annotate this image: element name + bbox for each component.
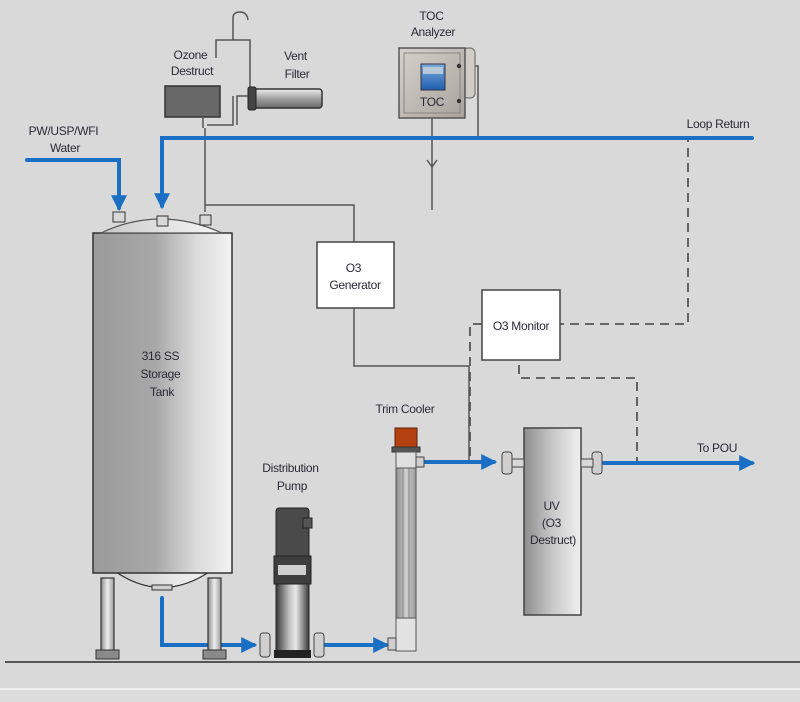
o3-monitor-label: O3 Monitor: [493, 319, 550, 333]
toc-display-label: TOC: [420, 95, 445, 109]
ozone-destruct-unit[interactable]: [164, 85, 221, 118]
tank-label: 316 SS Storage Tank: [141, 349, 184, 399]
storage-tank[interactable]: [92, 211, 233, 660]
inlet-label: PW/USP/WFI Water: [29, 124, 102, 155]
distribution-pump-label: Distribution Pump: [262, 461, 321, 493]
distribution-pump[interactable]: [259, 507, 325, 658]
drain-icon: [426, 159, 438, 169]
toc-analyzer[interactable]: [398, 47, 476, 119]
to-pou-label: To POU: [697, 441, 737, 455]
vent-filter[interactable]: [247, 86, 323, 111]
trim-cooler[interactable]: [387, 427, 425, 652]
water-lines: [25, 136, 756, 653]
toc-analyzer-label: TOC Analyzer: [411, 9, 456, 39]
uv-label: UV (O3 Destruct): [530, 499, 576, 547]
o3-generator-box[interactable]: [316, 241, 395, 309]
instrument-dashed-lines: [469, 140, 689, 463]
trim-cooler-label: Trim Cooler: [376, 402, 435, 416]
ozone-destruct-label: Ozone Destruct: [171, 48, 214, 78]
o3-monitor-box[interactable]: [481, 289, 561, 361]
uv-unit[interactable]: [501, 427, 603, 616]
loop-return-label: Loop Return: [687, 117, 750, 131]
vent-filter-label: Vent Filter: [284, 49, 310, 81]
o3-generator-label: O3 Generator: [329, 261, 381, 292]
bottom-border: [0, 688, 800, 702]
